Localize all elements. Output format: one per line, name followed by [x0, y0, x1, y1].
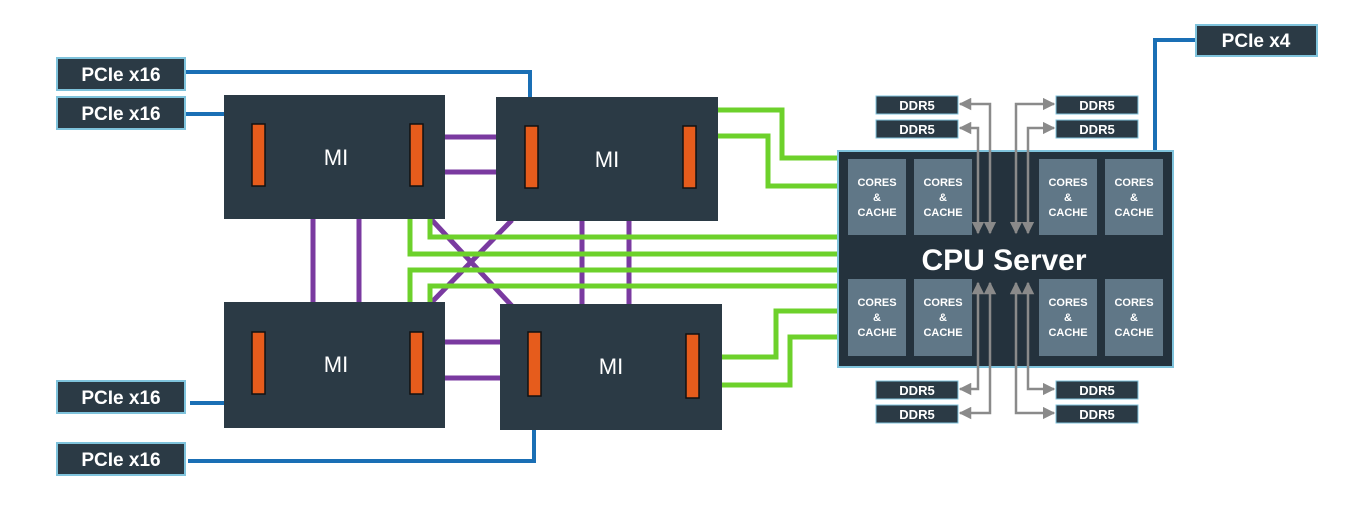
ddr-arrow-6: [958, 281, 997, 420]
ddr-arrow-1: [958, 97, 997, 235]
connector-left: [251, 123, 266, 187]
green-link-5: [407, 267, 838, 304]
core-line3: CACHE: [1048, 327, 1087, 339]
core-line1: CORES: [1114, 177, 1153, 189]
connector-right: [685, 333, 700, 399]
core-line2: &: [1064, 192, 1072, 204]
accelerator-links: [310, 134, 632, 381]
cpu-links: [407, 107, 838, 388]
core-complex-5: CORES & CACHE: [848, 279, 906, 356]
ddr-label-2: DDR5: [875, 119, 959, 139]
core-complex-7: CORES & CACHE: [1039, 279, 1097, 356]
pcie-label-top-2: PCIe x16: [56, 96, 186, 130]
cpu-title: CPU Server: [921, 244, 1086, 277]
core-complex-6: CORES & CACHE: [914, 279, 972, 356]
core-line1: CORES: [857, 297, 896, 309]
green-link-7: [722, 308, 838, 360]
link-x-2: [428, 218, 514, 306]
connector-left: [251, 331, 266, 395]
pcie-text: PCIe x16: [81, 65, 160, 86]
core-complex-3: CORES & CACHE: [1039, 159, 1097, 235]
ddr-label-3: DDR5: [1055, 95, 1139, 115]
accelerator-2: MI: [496, 97, 718, 221]
ddr-label-6: DDR5: [875, 404, 959, 424]
pcie-text: PCIe x16: [81, 104, 160, 125]
core-line1: CORES: [1114, 297, 1153, 309]
core-line2: &: [873, 192, 881, 204]
core-line3: CACHE: [1114, 207, 1153, 219]
connector-left: [527, 331, 542, 397]
connector-right: [682, 125, 697, 189]
ddr-arrow-3: [1009, 97, 1056, 235]
core-line2: &: [1130, 192, 1138, 204]
core-complex-4: CORES & CACHE: [1105, 159, 1163, 235]
ddr-text: DDR5: [899, 122, 934, 137]
connector-left: [524, 125, 539, 189]
pcie-label-bottom-2: PCIe x16: [56, 442, 186, 476]
core-line3: CACHE: [923, 327, 962, 339]
green-link-1: [718, 107, 838, 161]
core-line1: CORES: [923, 177, 962, 189]
core-line2: &: [873, 312, 881, 324]
core-line3: CACHE: [857, 327, 896, 339]
core-line1: CORES: [857, 177, 896, 189]
cpu-server: CORES & CACHE CORES & CACHE CORES & CACH…: [837, 150, 1174, 368]
core-line3: CACHE: [857, 207, 896, 219]
pcie-text: PCIe x4: [1222, 31, 1291, 52]
ddr-label-4: DDR5: [1055, 119, 1139, 139]
ddr-label-5: DDR5: [875, 380, 959, 400]
pcie-links: [185, 38, 1196, 463]
accelerator-label: MI: [599, 354, 623, 379]
ddr-text: DDR5: [1079, 122, 1114, 137]
ddr-text: DDR5: [899, 407, 934, 422]
accelerator-3: MI: [224, 302, 445, 428]
ddr-label-7: DDR5: [1055, 380, 1139, 400]
core-line3: CACHE: [1048, 207, 1087, 219]
ddr-text: DDR5: [899, 383, 934, 398]
connector-right: [409, 123, 424, 187]
core-line1: CORES: [923, 297, 962, 309]
core-line1: CORES: [1048, 177, 1087, 189]
ddr-label-8: DDR5: [1055, 404, 1139, 424]
pcie-text: PCIe x16: [81, 388, 160, 409]
accelerator-1: MI: [224, 95, 445, 219]
core-line1: CORES: [1048, 297, 1087, 309]
core-line3: CACHE: [923, 207, 962, 219]
core-complex-2: CORES & CACHE: [914, 159, 972, 235]
connector-right: [409, 331, 424, 395]
pcie-link-cpu: [1153, 38, 1196, 152]
ddr-text: DDR5: [1079, 407, 1114, 422]
core-complex-8: CORES & CACHE: [1105, 279, 1163, 356]
accelerator-label: MI: [595, 147, 619, 172]
green-link-8: [722, 334, 838, 388]
green-link-4: [407, 218, 838, 257]
accelerator-4: MI: [500, 304, 722, 430]
ddr-text: DDR5: [1079, 98, 1114, 113]
pcie-link-bottom-2: [188, 430, 536, 463]
core-line2: &: [1064, 312, 1072, 324]
green-link-3: [427, 218, 838, 240]
green-link-2: [718, 133, 838, 189]
pcie-text: PCIe x16: [81, 450, 160, 471]
ddr-text: DDR5: [899, 98, 934, 113]
pcie-label-cpu: PCIe x4: [1195, 24, 1318, 57]
accelerator-label: MI: [324, 145, 348, 170]
ddr-arrow-4: [1021, 121, 1056, 235]
core-line2: &: [939, 312, 947, 324]
ddr-arrows: [958, 97, 1056, 420]
pcie-link-top-1: [185, 70, 532, 100]
ddr-arrow-8: [1009, 281, 1056, 420]
ddr-arrow-2: [958, 121, 985, 235]
core-line3: CACHE: [1114, 327, 1153, 339]
green-link-6: [427, 283, 838, 304]
accelerator-label: MI: [324, 352, 348, 377]
pcie-label-top-1: PCIe x16: [56, 57, 186, 91]
pcie-label-bottom-1: PCIe x16: [56, 380, 186, 414]
ddr-label-1: DDR5: [875, 95, 959, 115]
core-line2: &: [1130, 312, 1138, 324]
ddr-text: DDR5: [1079, 383, 1114, 398]
core-line2: &: [939, 192, 947, 204]
core-complex-1: CORES & CACHE: [848, 159, 906, 235]
